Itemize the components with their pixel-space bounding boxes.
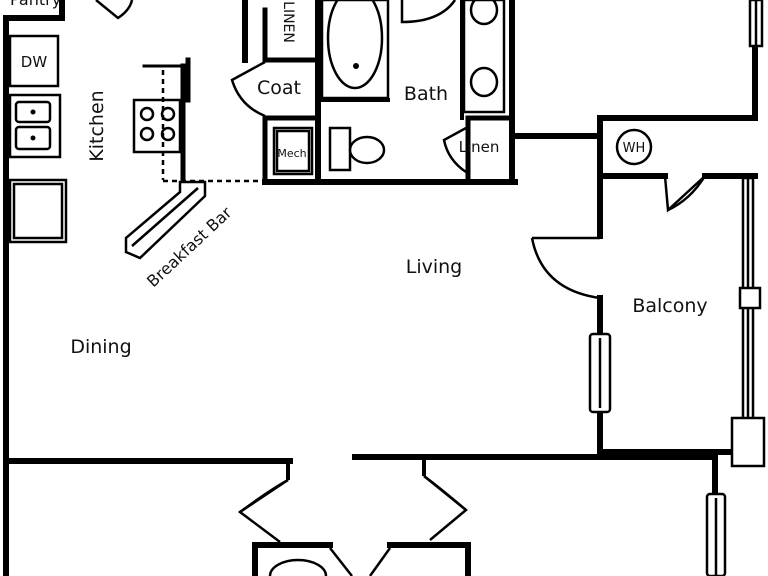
walls xyxy=(3,0,758,576)
label-kitchen: Kitchen xyxy=(86,90,108,161)
stove xyxy=(132,98,182,154)
dishwasher xyxy=(8,34,60,88)
mech-closet xyxy=(272,126,314,176)
label-dw: DW xyxy=(21,53,48,71)
label-wh: WH xyxy=(623,141,646,156)
label-dining: Dining xyxy=(70,336,131,358)
label-balcony: Balcony xyxy=(632,295,707,317)
label-coat: Coat xyxy=(257,77,301,99)
label-living: Living xyxy=(406,256,463,278)
toilet-tank xyxy=(328,126,352,172)
toilet-bowl xyxy=(348,135,386,165)
label-linen-bath: Linen xyxy=(459,138,500,156)
door-swings xyxy=(95,0,707,576)
water-heater xyxy=(615,128,653,166)
vanity xyxy=(462,0,506,114)
label-linen-top: LINEN xyxy=(280,1,296,43)
kitchen-fixtures xyxy=(8,34,265,260)
breakfast-bar xyxy=(124,180,207,260)
label-mech: Mech xyxy=(277,147,306,160)
bathtub xyxy=(320,0,390,100)
label-bath: Bath xyxy=(404,83,448,105)
lower-tub xyxy=(268,558,328,576)
bath-fixtures xyxy=(272,0,506,176)
windows xyxy=(588,0,766,576)
label-pantry: Pantry xyxy=(10,0,61,9)
